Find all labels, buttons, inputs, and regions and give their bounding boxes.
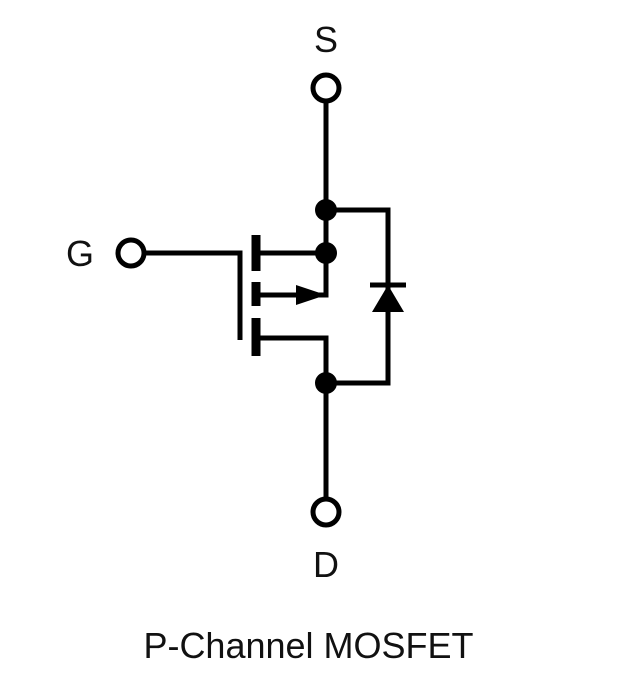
diagram-caption: P-Channel MOSFET [143, 625, 474, 666]
junction-dot-diode-bottom [315, 372, 337, 394]
source-terminal [310, 72, 342, 104]
drain-channel-wire [256, 335, 329, 512]
drain-terminal [310, 496, 342, 528]
source-label: S [314, 19, 339, 60]
body-wire [256, 253, 329, 298]
gate-label: G [66, 233, 95, 274]
body-arrow [296, 285, 326, 305]
junction-dot-diode-top [315, 199, 337, 221]
diode-branch-wire [326, 207, 391, 386]
body-diode-triangle [372, 285, 404, 312]
gate-terminal [115, 237, 147, 269]
junction-dot-source-body [315, 242, 337, 264]
drain-label: D [313, 544, 339, 585]
gate-lead [144, 250, 243, 340]
